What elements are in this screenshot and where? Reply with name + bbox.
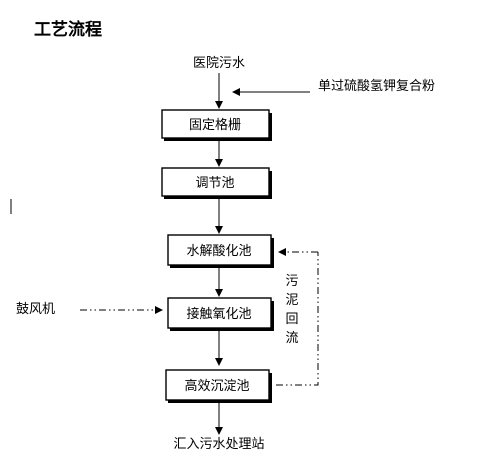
step-label-contact-oxidation-tank: 接触氧化池 <box>186 306 251 322</box>
step-label-grille: 固定格栅 <box>189 117 241 133</box>
step-box-contact-oxidation-tank <box>167 297 272 329</box>
sludge-return-char-2: 泥 <box>285 293 298 308</box>
additive-label: 单过硫酸氢钾复合粉 <box>318 79 435 94</box>
sludge-return-line <box>276 252 319 386</box>
step-box-regulating-tank <box>161 167 270 197</box>
step-label-hydrolysis-tank: 水解酸化池 <box>186 244 251 259</box>
sludge-return-char-1: 污 <box>285 274 298 289</box>
source-label: 医院污水 <box>193 56 245 71</box>
blower-label: 鼓风机 <box>16 302 55 317</box>
step-box-grille <box>161 109 270 139</box>
sludge-return-char-4: 流 <box>285 331 298 346</box>
step-box-sedimentation-tank <box>165 369 270 401</box>
step-label-sedimentation-tank: 高效沉淀池 <box>184 378 249 394</box>
diagram-title: 工艺流程 <box>34 19 102 40</box>
sludge-return-char-3: 回 <box>285 312 298 327</box>
output-label: 汇入污水处理站 <box>173 437 264 452</box>
step-box-hydrolysis-tank <box>167 234 272 266</box>
step-label-regulating-tank: 调节池 <box>195 176 234 191</box>
